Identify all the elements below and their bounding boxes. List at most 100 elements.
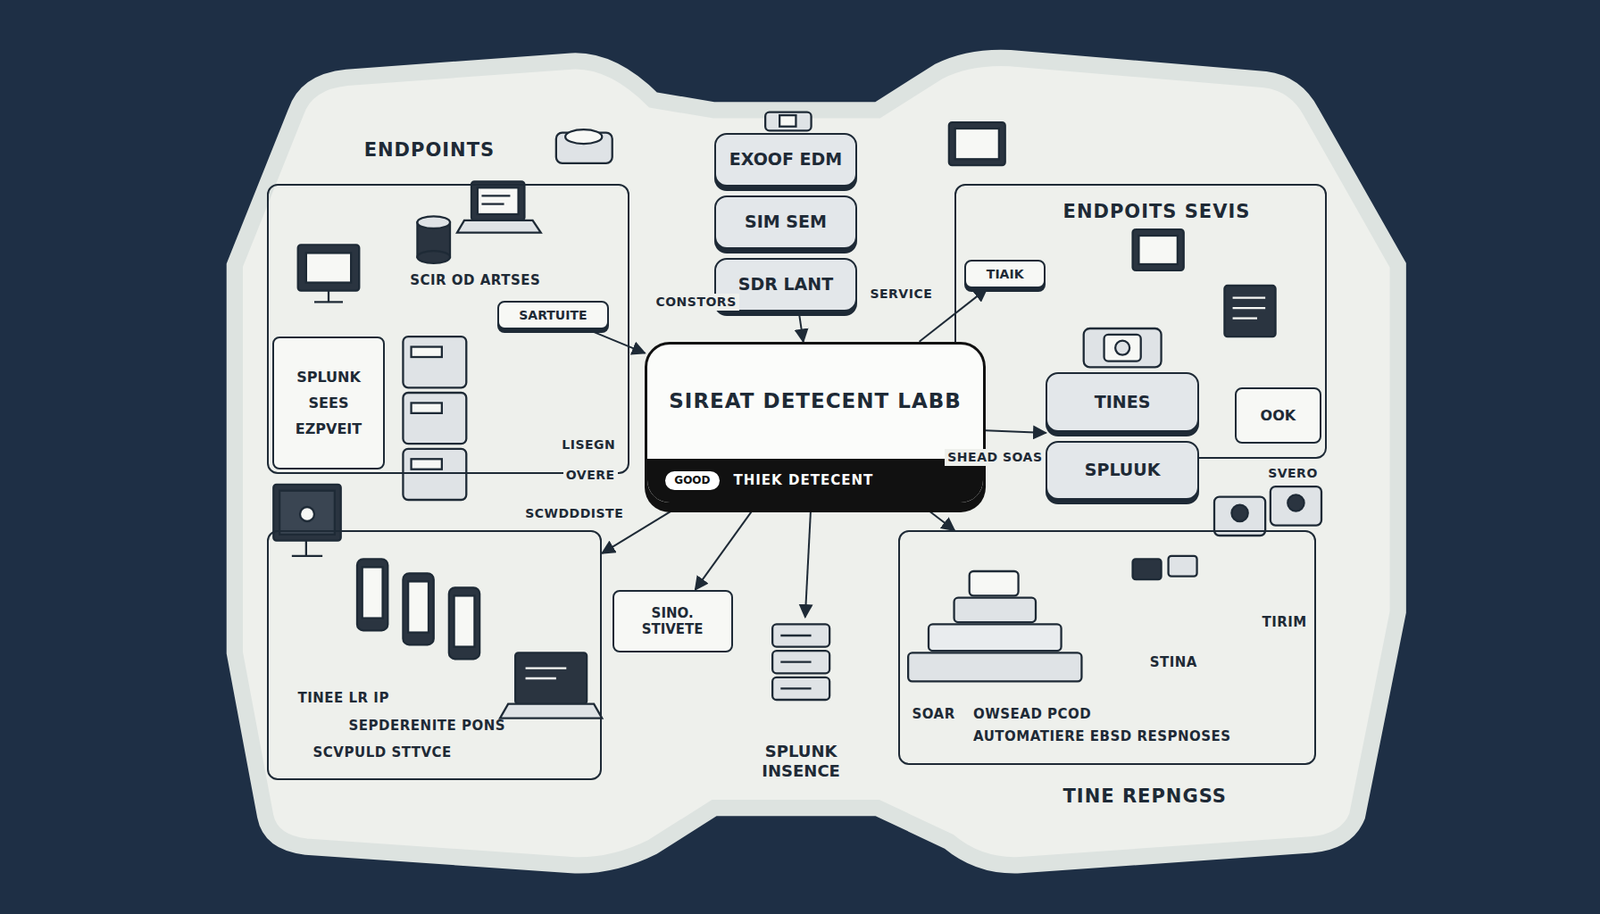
device-icons bbox=[780, 687, 811, 690]
device-icons bbox=[1233, 316, 1258, 319]
device-icons bbox=[402, 336, 467, 388]
bar-box: TIAIK bbox=[964, 259, 1046, 289]
stack-tier: TINES bbox=[1045, 372, 1199, 432]
connector bbox=[587, 329, 645, 354]
region-heading: TINE REPNGSS bbox=[1063, 785, 1227, 809]
annotation-label: SHEAD SOAS bbox=[944, 449, 1045, 467]
device-icons bbox=[471, 181, 525, 220]
device-icons bbox=[955, 128, 1000, 159]
device-icons bbox=[1133, 229, 1184, 271]
device-icons bbox=[765, 112, 811, 132]
device-icons bbox=[481, 202, 504, 205]
node-text: OWSEAD PCOD bbox=[973, 706, 1092, 723]
node-text: OOK bbox=[1260, 407, 1297, 425]
device-icons bbox=[780, 634, 811, 637]
annotation-label: OVERE bbox=[563, 466, 618, 484]
region-heading: ENDPOINTS bbox=[364, 139, 495, 162]
tab-box: OOK bbox=[1234, 387, 1322, 444]
device-icons bbox=[779, 115, 796, 127]
stack-tier: SPLUUK bbox=[1045, 441, 1199, 500]
node-text: STINA bbox=[1150, 654, 1198, 671]
device-icons bbox=[1224, 285, 1275, 337]
device-icons bbox=[515, 652, 587, 704]
device-icons bbox=[457, 220, 542, 234]
tab-box: SPLUNK SEES EZPVEIT bbox=[272, 336, 385, 470]
device-icons bbox=[327, 291, 330, 303]
device-icons bbox=[357, 558, 388, 631]
device-icons bbox=[481, 194, 510, 197]
node-text: SCVPULD STTVCE bbox=[313, 744, 452, 761]
device-icons bbox=[411, 347, 442, 358]
node-text: TINEE LR IP bbox=[297, 690, 390, 707]
region-panel: ENDPOINTSSCIR OD ARTSESSPLUNKSEESEZPVEIT… bbox=[266, 183, 630, 475]
annotation-label: SCWDDDISTE bbox=[522, 505, 626, 523]
device-icons bbox=[408, 581, 429, 633]
device-icons bbox=[969, 571, 1019, 596]
region-panel: TINEE LR IPSEPDERENITE PONSSCVPULD STTVC… bbox=[266, 530, 602, 781]
process-box: SINO. STIVETE bbox=[612, 590, 734, 654]
node-text: EXOOF EDM bbox=[729, 149, 843, 170]
node-text: TINES bbox=[1094, 391, 1151, 413]
hub-subtitle: THIEK DETECENT bbox=[733, 472, 875, 489]
node-text: EZPVEIT bbox=[295, 420, 362, 438]
status-badge: GOOD bbox=[665, 471, 719, 490]
server-node: SPLUNK INSENCE bbox=[744, 616, 858, 781]
node-text: SDR LANT bbox=[738, 274, 834, 295]
device-icons bbox=[314, 300, 343, 303]
annotation-label: SERVICE bbox=[866, 285, 935, 303]
device-icons bbox=[1104, 334, 1142, 362]
node-text: TIAIK bbox=[986, 266, 1025, 283]
device-icons bbox=[279, 491, 335, 535]
device-icons bbox=[298, 244, 360, 291]
device-icons bbox=[954, 598, 1036, 623]
node-text: AUTOMATIERE EBSD RESPNOSES bbox=[973, 728, 1232, 745]
device-icons bbox=[411, 458, 442, 469]
connector bbox=[985, 430, 1047, 434]
device-icons bbox=[402, 573, 434, 645]
annotation-label: LISEGN bbox=[558, 436, 618, 454]
device-icons bbox=[1083, 328, 1162, 367]
device-icons bbox=[402, 449, 467, 500]
device-icons bbox=[772, 624, 830, 647]
device-icons bbox=[500, 704, 602, 719]
node-text: TIRIM bbox=[1261, 614, 1307, 631]
device-icons bbox=[273, 112, 1322, 719]
connector bbox=[799, 311, 804, 342]
stack-tier: EXOOF EDM bbox=[714, 133, 858, 187]
device-icons bbox=[1233, 297, 1267, 300]
device-icons bbox=[908, 652, 1082, 682]
stack-box: TINES SPLUUK bbox=[1045, 372, 1199, 500]
connector bbox=[695, 505, 757, 591]
node-text: SEES bbox=[308, 394, 350, 412]
background-outline bbox=[234, 58, 1399, 866]
device-icons bbox=[525, 666, 567, 669]
node-text: SINO. STIVETE bbox=[627, 605, 717, 638]
device-icons bbox=[273, 484, 341, 542]
device-icons bbox=[477, 187, 519, 215]
device-icons bbox=[1115, 341, 1130, 356]
device-icons bbox=[1168, 556, 1198, 577]
device-icons bbox=[1133, 558, 1162, 580]
device-icons bbox=[416, 216, 450, 229]
device-icons bbox=[416, 250, 450, 264]
device-icons bbox=[772, 677, 830, 700]
hub-title: SIREAT DETECENT LABB bbox=[647, 344, 984, 459]
device-icons bbox=[1270, 486, 1322, 525]
connector bbox=[921, 505, 955, 532]
node-text: SPLUUK bbox=[1084, 459, 1161, 481]
node-text: SARTUITE bbox=[518, 308, 587, 324]
region-panel: SOAROWSEAD PCODAUTOMATIERE EBSD RESPNOSE… bbox=[898, 530, 1317, 766]
device-icons bbox=[454, 595, 475, 647]
device-icons bbox=[411, 402, 442, 413]
stack-box: EXOOF EDM SIM SEM SDR LANT bbox=[714, 133, 858, 312]
device-icons bbox=[525, 677, 557, 680]
central-hub: SIREAT DETECENT LABB THIEK DETECENT GOOD bbox=[644, 341, 986, 506]
background-outline bbox=[234, 58, 1399, 866]
stack-tier: SIM SEM bbox=[714, 195, 858, 250]
device-icons bbox=[1138, 235, 1177, 265]
device-icons bbox=[291, 555, 323, 558]
node-text: SPLUNK bbox=[296, 368, 361, 386]
node-text: SCIR OD ARTSES bbox=[409, 272, 541, 289]
device-icons bbox=[300, 507, 315, 522]
